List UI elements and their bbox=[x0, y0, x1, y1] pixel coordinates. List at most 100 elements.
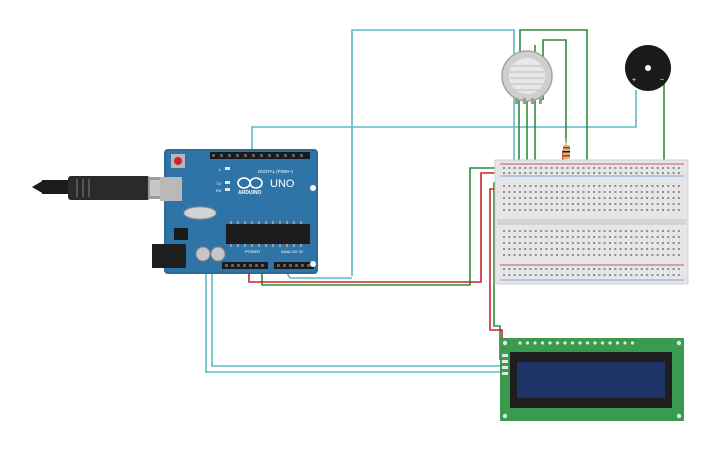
breadboard-hole[interactable] bbox=[646, 242, 649, 244]
breadboard-hole[interactable] bbox=[534, 236, 537, 238]
breadboard-hole[interactable] bbox=[598, 274, 601, 276]
breadboard-hole[interactable] bbox=[651, 242, 654, 244]
breadboard-hole[interactable] bbox=[513, 274, 516, 276]
lcd-pin[interactable] bbox=[578, 341, 582, 345]
breadboard-hole[interactable] bbox=[630, 268, 633, 270]
breadboard-hole[interactable] bbox=[524, 242, 527, 244]
breadboard-hole[interactable] bbox=[534, 274, 537, 276]
breadboard-hole[interactable] bbox=[550, 172, 553, 174]
breadboard-hole[interactable] bbox=[630, 197, 633, 199]
breadboard-hole[interactable] bbox=[556, 248, 558, 250]
breadboard-hole[interactable] bbox=[508, 172, 511, 174]
breadboard-hole[interactable] bbox=[518, 209, 521, 211]
breadboard-hole[interactable] bbox=[513, 248, 516, 250]
breadboard-hole[interactable] bbox=[540, 185, 543, 187]
breadboard-hole[interactable] bbox=[598, 242, 601, 244]
breadboard-hole[interactable] bbox=[529, 191, 532, 193]
lcd-pin[interactable] bbox=[555, 341, 560, 345]
breadboard-hole[interactable] bbox=[614, 203, 617, 205]
breadboard-hole[interactable] bbox=[518, 167, 521, 169]
breadboard-hole[interactable] bbox=[550, 167, 553, 169]
breadboard-hole[interactable] bbox=[593, 209, 596, 211]
breadboard-hole[interactable] bbox=[503, 242, 505, 244]
breadboard-hole[interactable] bbox=[662, 167, 664, 169]
wire-teal-lcd-b[interactable] bbox=[211, 230, 500, 367]
breadboard-hole[interactable] bbox=[529, 274, 532, 276]
breadboard-hole[interactable] bbox=[593, 197, 596, 199]
breadboard-hole[interactable] bbox=[534, 167, 537, 169]
breadboard-hole[interactable] bbox=[524, 230, 527, 232]
breadboard-hole[interactable] bbox=[566, 197, 569, 199]
breadboard-hole[interactable] bbox=[556, 242, 558, 244]
breadboard-hole[interactable] bbox=[556, 254, 558, 256]
breadboard-hole[interactable] bbox=[556, 185, 558, 187]
breadboard-hole[interactable] bbox=[529, 230, 532, 232]
breadboard-hole[interactable] bbox=[508, 185, 511, 187]
breadboard[interactable] bbox=[494, 159, 689, 285]
breadboard-hole[interactable] bbox=[582, 203, 585, 205]
breadboard-hole[interactable] bbox=[534, 172, 537, 174]
breadboard-hole[interactable] bbox=[656, 167, 659, 169]
breadboard-hole[interactable] bbox=[603, 274, 606, 276]
breadboard-hole[interactable] bbox=[566, 268, 569, 270]
breadboard-hole[interactable] bbox=[529, 209, 532, 211]
breadboard-hole[interactable] bbox=[677, 254, 680, 256]
breadboard-hole[interactable] bbox=[635, 191, 638, 193]
breadboard-hole[interactable] bbox=[609, 197, 611, 199]
wire-teal-lcd-a[interactable] bbox=[205, 230, 500, 373]
breadboard-hole[interactable] bbox=[582, 268, 585, 270]
breadboard-hole[interactable] bbox=[524, 185, 527, 187]
breadboard-hole[interactable] bbox=[545, 203, 548, 205]
breadboard-hole[interactable] bbox=[640, 236, 643, 238]
breadboard-hole[interactable] bbox=[540, 268, 543, 270]
breadboard-hole[interactable] bbox=[640, 274, 643, 276]
breadboard-hole[interactable] bbox=[550, 185, 553, 187]
breadboard-hole[interactable] bbox=[667, 248, 670, 250]
breadboard-hole[interactable] bbox=[513, 254, 516, 256]
breadboard-hole[interactable] bbox=[656, 203, 659, 205]
breadboard-hole[interactable] bbox=[635, 236, 638, 238]
breadboard-hole[interactable] bbox=[677, 209, 680, 211]
breadboard-hole[interactable] bbox=[598, 254, 601, 256]
breadboard-hole[interactable] bbox=[619, 191, 622, 193]
breadboard-hole[interactable] bbox=[550, 230, 553, 232]
breadboard-hole[interactable] bbox=[603, 254, 606, 256]
breadboard-hole[interactable] bbox=[624, 248, 627, 250]
lcd-pin[interactable] bbox=[623, 341, 627, 345]
breadboard-hole[interactable] bbox=[534, 203, 537, 205]
lcd-pin[interactable] bbox=[630, 341, 635, 345]
wire-green-top-loop[interactable] bbox=[519, 29, 588, 165]
breadboard-hole[interactable] bbox=[524, 248, 527, 250]
breadboard-hole[interactable] bbox=[566, 274, 569, 276]
breadboard-hole[interactable] bbox=[550, 203, 553, 205]
breadboard-hole[interactable] bbox=[550, 242, 553, 244]
breadboard-hole[interactable] bbox=[587, 248, 590, 250]
breadboard-hole[interactable] bbox=[640, 185, 643, 187]
breadboard-hole[interactable] bbox=[540, 230, 543, 232]
breadboard-hole[interactable] bbox=[503, 274, 505, 276]
breadboard-hole[interactable] bbox=[667, 236, 670, 238]
breadboard-hole[interactable] bbox=[651, 254, 654, 256]
lcd-pin[interactable] bbox=[563, 341, 567, 345]
breadboard-hole[interactable] bbox=[577, 274, 580, 276]
breadboard-hole[interactable] bbox=[630, 167, 633, 169]
breadboard-hole[interactable] bbox=[672, 268, 675, 270]
breadboard-hole[interactable] bbox=[571, 268, 574, 270]
breadboard-hole[interactable] bbox=[524, 197, 527, 199]
breadboard-hole[interactable] bbox=[545, 197, 548, 199]
breadboard-hole[interactable] bbox=[603, 209, 606, 211]
breadboard-hole[interactable] bbox=[534, 185, 537, 187]
breadboard-hole[interactable] bbox=[566, 167, 569, 169]
breadboard-hole[interactable] bbox=[667, 274, 670, 276]
breadboard-hole[interactable] bbox=[508, 167, 511, 169]
breadboard-hole[interactable] bbox=[609, 172, 611, 174]
breadboard-hole[interactable] bbox=[529, 254, 532, 256]
breadboard-hole[interactable] bbox=[556, 191, 558, 193]
breadboard-hole[interactable] bbox=[651, 185, 654, 187]
lcd-pin[interactable] bbox=[548, 341, 552, 345]
breadboard-hole[interactable] bbox=[571, 197, 574, 199]
breadboard-hole[interactable] bbox=[635, 197, 638, 199]
breadboard-hole[interactable] bbox=[534, 209, 537, 211]
breadboard-hole[interactable] bbox=[571, 191, 574, 193]
breadboard-hole[interactable] bbox=[651, 236, 654, 238]
